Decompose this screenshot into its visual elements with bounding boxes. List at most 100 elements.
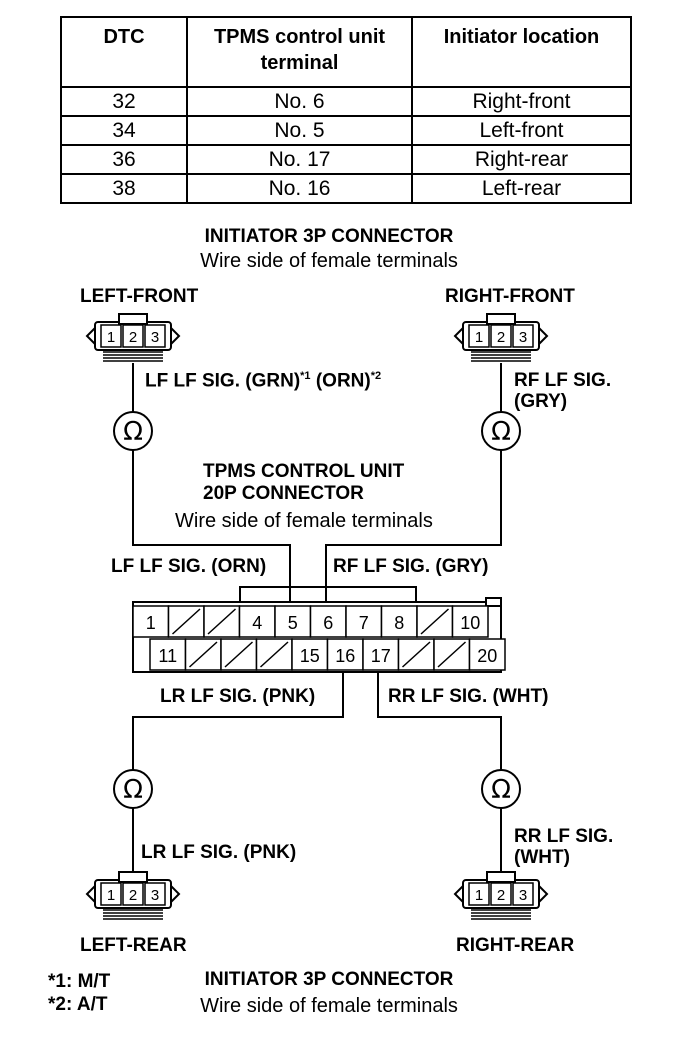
cu-lr-wire-label: LR LF SIG. (PNK) — [160, 686, 316, 707]
ohm-symbol: Ω — [123, 417, 143, 447]
terminal-cell-row2: 20 — [468, 638, 506, 671]
table-cell: 34 — [60, 115, 188, 146]
header-dtc: DTC — [60, 16, 188, 88]
terminal-cell-row2 — [184, 638, 222, 671]
bottom-connector-subtitle: Wire side of female terminals — [200, 995, 458, 1017]
terminal-label: 20 — [477, 646, 497, 666]
lf-wire — [132, 363, 291, 602]
cu-rf-wire-label: RF LF SIG. (GRY) — [333, 556, 489, 577]
right-rear-label: RIGHT-REAR — [456, 935, 575, 956]
ohm-meter-icon-rr: Ω — [481, 769, 521, 809]
rr-wire-label-line2: (WHT) — [514, 847, 570, 868]
terminal-label: 7 — [359, 613, 369, 633]
control-unit-title-line1: TPMS CONTROL UNIT — [203, 461, 405, 482]
table-cell: 32 — [60, 86, 188, 117]
dtc-table: DTC TPMS control unit terminal Initiator… — [60, 16, 632, 204]
terminal-cell-row1: 4 — [238, 605, 276, 638]
terminal-cell-row1 — [416, 605, 454, 638]
terminal-label: 6 — [323, 613, 333, 633]
connector-pin-label: 1 — [475, 329, 483, 346]
connector-pin-label: 3 — [519, 887, 527, 904]
lf-wire-text-b: (ORN) — [315, 370, 371, 392]
ohm-meter-icon-rf: Ω — [481, 411, 521, 451]
ohm-symbol: Ω — [491, 417, 511, 447]
terminal-cell-row1 — [203, 605, 241, 638]
terminal-label: 17 — [371, 646, 391, 666]
note2-mark: *2 — [370, 370, 382, 382]
table-row: 32 No. 6 Right-front — [60, 86, 632, 117]
connector-pin-label: 1 — [475, 887, 483, 904]
right-front-label: RIGHT-FRONT — [445, 286, 575, 307]
terminal-cell-row2 — [433, 638, 471, 671]
terminal-label: 11 — [158, 646, 177, 666]
connector-pin-label: 2 — [129, 887, 137, 904]
left-rear-label: LEFT-REAR — [80, 935, 187, 956]
terminal-cell-row1: 8 — [380, 605, 418, 638]
table-row: 34 No. 5 Left-front — [60, 115, 632, 146]
terminal-cell-row1 — [167, 605, 205, 638]
table-header-row: DTC TPMS control unit terminal Initiator… — [60, 16, 632, 88]
rr-wire-label-line1: RR LF SIG. — [514, 826, 614, 847]
note1-mark: *1 — [300, 370, 311, 382]
table-cell: Right-front — [411, 86, 632, 117]
terminal-cell-row2: 11 — [149, 638, 187, 671]
terminal-cell-row2 — [220, 638, 258, 671]
connector-pin-label: 3 — [519, 329, 527, 346]
table-cell: 38 — [60, 173, 188, 204]
cu-rr-wire-label: RR LF SIG. (WHT) — [388, 686, 549, 707]
header-terminal: TPMS control unit terminal — [186, 16, 413, 88]
lr-wire-label: LR LF SIG. (PNK) — [141, 842, 297, 863]
lf-wire-label: LF LF SIG. (GRN)*1 (ORN)*2 — [145, 370, 381, 392]
terminal-cell-row1: 6 — [309, 605, 347, 638]
table-cell: 36 — [60, 144, 188, 175]
terminal-cell-row1: 7 — [345, 605, 383, 638]
terminal-cell-row1: 1 — [132, 605, 170, 638]
connector-pin-label: 2 — [497, 887, 505, 904]
ohm-meter-icon-lr: Ω — [113, 769, 153, 809]
top-connector-subtitle: Wire side of female terminals — [200, 250, 458, 272]
control-unit-subtitle: Wire side of female terminals — [175, 510, 433, 532]
table-row: 38 No. 16 Left-rear — [60, 173, 632, 204]
lr-wire — [132, 668, 344, 878]
cu-lf-wire-label: LF LF SIG. (ORN) — [111, 556, 267, 577]
rf-wire-label-line2: (GRY) — [514, 391, 568, 412]
ohm-symbol: Ω — [491, 775, 511, 805]
lf-wire-text: LF LF SIG. (GRN) — [145, 370, 301, 392]
terminal-label: 16 — [335, 646, 355, 666]
rf-wire — [325, 363, 502, 602]
table-cell: No. 6 — [186, 86, 413, 117]
terminal-label: 4 — [252, 613, 262, 633]
ohm-meter-icon-lf: Ω — [113, 411, 153, 451]
control-unit-title-line2: 20P CONNECTOR — [203, 483, 364, 504]
terminal-cell-row2 — [255, 638, 293, 671]
table-row: 36 No. 17 Right-rear — [60, 144, 632, 175]
table-cell: No. 5 — [186, 115, 413, 146]
terminal-cell-row2: 17 — [362, 638, 400, 671]
table-cell: Left-rear — [411, 173, 632, 204]
connector-pin-label: 1 — [107, 887, 115, 904]
ohm-symbol: Ω — [123, 775, 143, 805]
header-location: Initiator location — [411, 16, 632, 88]
table-cell: No. 17 — [186, 144, 413, 175]
top-connector-title: INITIATOR 3P CONNECTOR — [204, 226, 454, 247]
terminal-label: 8 — [394, 613, 404, 633]
left-front-label: LEFT-FRONT — [80, 286, 199, 307]
connector-pin-label: 3 — [151, 329, 159, 346]
table-cell: Left-front — [411, 115, 632, 146]
rr-wire — [377, 668, 502, 878]
connector-pin-label: 2 — [129, 329, 137, 346]
bottom-connector-title: INITIATOR 3P CONNECTOR — [204, 969, 454, 990]
connector-pin-label: 2 — [497, 329, 505, 346]
terminal-label: 1 — [146, 613, 156, 633]
terminal-label: 15 — [300, 646, 320, 666]
table-cell: No. 16 — [186, 173, 413, 204]
rf-wire-label-line1: RF LF SIG. — [514, 370, 612, 391]
terminal-label: 10 — [460, 613, 480, 633]
